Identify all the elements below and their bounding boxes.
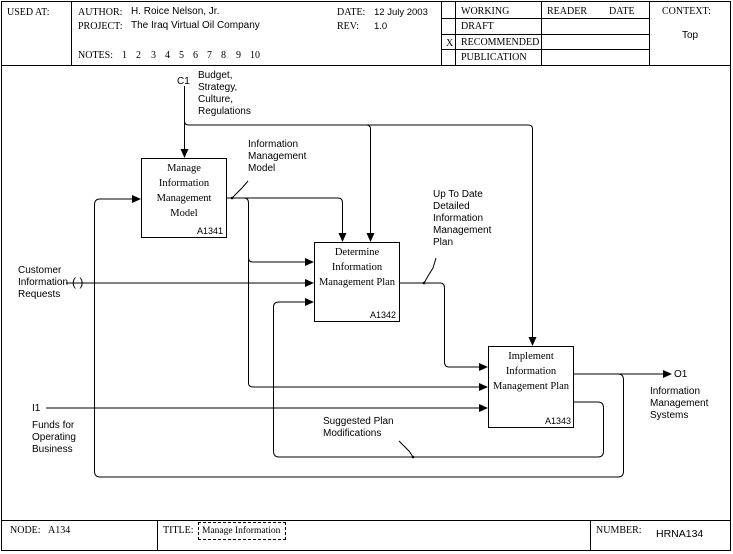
model-arrow-to-a1342-control [227,197,347,242]
model-arrow-to-a1343 [248,258,488,391]
note-number: 2 [136,50,141,61]
output-label: Information Management Systems [650,386,709,421]
control-code-c1: C1 [177,76,190,87]
note-number: 1 [122,50,127,61]
reader-label: READER [547,6,587,17]
project-value: The Iraq Virtual Oil Company [131,20,260,31]
reader-date-label: DATE [609,6,635,17]
customer-requests-label: Customer Information Requests [18,265,69,300]
activity-box-a1341 [141,158,227,238]
note-number: 5 [179,50,184,61]
note-number: 3 [151,50,156,61]
date-value: 12 July 2003 [374,7,428,18]
feedback-arrow-to-a1341 [94,195,624,478]
note-number: 8 [221,50,226,61]
input-label: Funds for Operating Business [32,420,76,455]
node-label: NODE: [10,525,41,536]
author-label: AUTHOR: [78,7,123,18]
control-arrow-c1-to-a1342 [184,118,375,242]
context-label: CONTEXT: [662,6,711,17]
box-a1343-number: A1343 [545,416,572,426]
box-a1341-label: Manage Information Management Model [156,163,212,219]
node-value: A134 [48,525,71,536]
status-mark: X [446,38,454,49]
control-arrow-c1-to-a1343 [366,124,537,346]
number-label: NUMBER: [596,525,642,536]
title-selection-box[interactable]: Manage Information [198,522,286,540]
number-value: HRNA134 [656,528,704,540]
rev-label: REV: [337,21,360,32]
control-label: Budget, Strategy, Culture, Regulations [198,70,251,117]
plan-arrow-to-a1343 [400,282,488,371]
rev-value: 1.0 [374,21,388,32]
note-number: 4 [165,50,170,61]
plan-label-leader [423,257,437,284]
title-value: Manage Information [202,526,281,536]
title-label: TITLE: [163,525,194,536]
context-value: Top [682,30,699,41]
model-arrow-to-a1342-input [243,197,314,266]
activity-box-a1342 [314,242,400,322]
date-label: DATE: [337,7,366,18]
model-label: Information Management Model [248,139,307,174]
note-number: 6 [193,50,198,61]
box-a1343-label: Implement Information Management Plan [492,351,570,392]
box-a1341-number: A1341 [197,226,224,236]
customer-tunnel: ( ) [72,275,84,289]
used-at-label: USED AT: [7,7,50,18]
box-a1342-label: Determine Information Management Plan [318,247,396,288]
model-label-leader [231,180,249,199]
input-code-i1: I1 [32,403,41,414]
activity-box-a1343 [488,346,574,428]
suggested-mods-label: Suggested Plan Modifications [323,416,394,439]
status-working: WORKING [461,6,510,17]
notes-label: NOTES: [78,50,113,61]
author-value: H. Roice Nelson, Jr. [131,6,220,17]
status-publication: PUBLICATION [461,52,527,63]
status-draft: DRAFT [461,21,494,32]
note-number: 9 [236,50,241,61]
output-code-o1: O1 [674,369,688,380]
project-label: PROJECT: [78,21,123,32]
note-number: 7 [207,50,212,61]
suggested-mods-arrow [273,298,604,458]
suggested-label-leader [398,440,414,458]
note-number: 10 [250,50,260,61]
box-a1342-number: A1342 [370,310,397,320]
plan-label: Up To Date Detailed Information Manageme… [433,189,492,248]
status-recommended: RECOMMENDED [461,37,540,48]
